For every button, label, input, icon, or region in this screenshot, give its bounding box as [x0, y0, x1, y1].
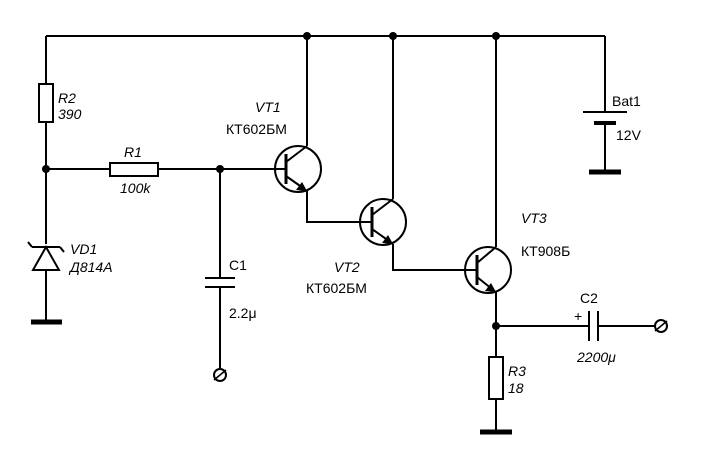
vt2-transistor — [359, 198, 407, 246]
r3-value-label: 18 — [508, 380, 524, 396]
wire — [392, 244, 465, 271]
r1-value-label: 100k — [120, 180, 151, 196]
output-terminal-icon — [654, 319, 668, 333]
r3-resistor — [488, 356, 504, 400]
bat1-value-label: 12V — [616, 127, 642, 143]
vt1-value-label: КТ602БМ — [226, 121, 287, 137]
c2-ref-label: C2 — [580, 290, 598, 306]
c1-ref-label: C1 — [229, 257, 247, 273]
vd1-zener-diode — [27, 241, 65, 271]
c1-terminal-icon — [213, 368, 227, 382]
vt1-transistor — [274, 145, 322, 193]
vd1-value-label: Д814А — [68, 259, 113, 275]
bat1-ref-label: Bat1 — [612, 93, 641, 109]
vt3-transistor — [464, 246, 512, 294]
c1-value-label: 2.2μ — [229, 305, 257, 321]
wire — [306, 191, 363, 223]
vt3-value-label: КТ908Б — [521, 243, 570, 259]
r3-ref-label: R3 — [508, 363, 526, 379]
r1-resistor — [109, 162, 159, 177]
vt3-ref-label: VT3 — [521, 210, 547, 226]
r2-ref-label: R2 — [58, 90, 76, 106]
vd1-ref-label: VD1 — [70, 241, 97, 257]
c2-value-label: 2200μ — [576, 349, 616, 365]
vt2-value-label: КТ602БМ — [306, 280, 367, 296]
vt2-ref-label: VT2 — [334, 259, 360, 275]
r1-ref-label: R1 — [124, 144, 142, 160]
vt1-ref-label: VT1 — [255, 99, 281, 115]
c2-polarity-label: + — [574, 308, 582, 324]
r2-resistor — [38, 83, 54, 123]
r2-value-label: 390 — [58, 106, 82, 122]
